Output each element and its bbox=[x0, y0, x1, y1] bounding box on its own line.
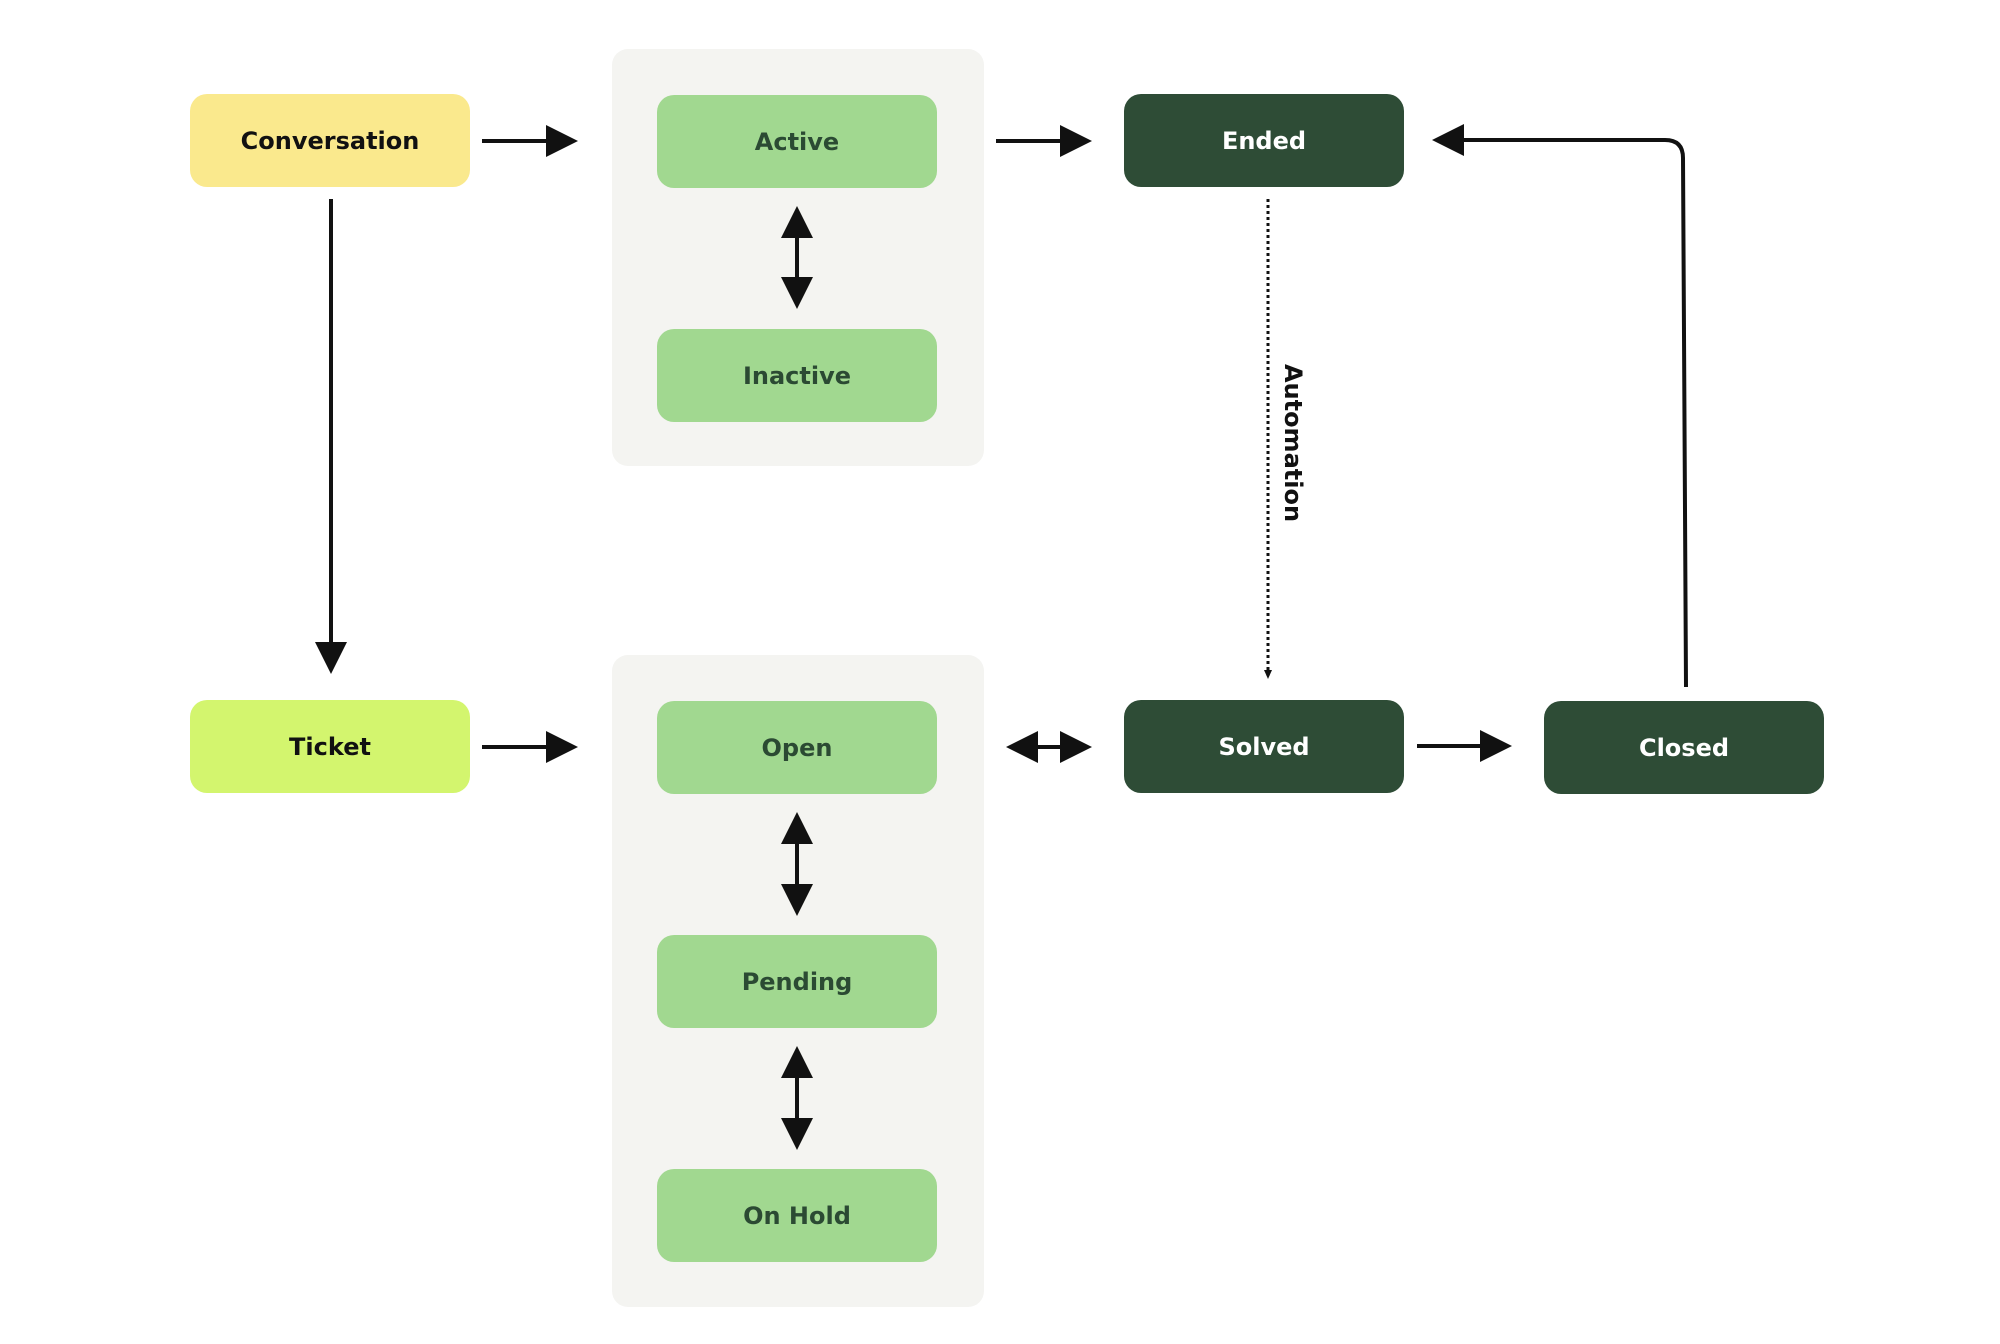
conversation-node[interactable]: Conversation bbox=[190, 94, 470, 187]
inactive-node[interactable]: Inactive bbox=[657, 329, 937, 422]
edge-closed-to-ended bbox=[1432, 124, 1688, 688]
on-hold-node[interactable]: On Hold bbox=[657, 1169, 937, 1262]
solved-node[interactable]: Solved bbox=[1124, 700, 1404, 793]
automation-label: Automation bbox=[1279, 364, 1307, 522]
active-node[interactable]: Active bbox=[657, 95, 937, 188]
ticket-node[interactable]: Ticket bbox=[190, 700, 470, 793]
ended-node[interactable]: Ended bbox=[1124, 94, 1404, 187]
open-node[interactable]: Open bbox=[657, 701, 937, 794]
pending-node[interactable]: Pending bbox=[657, 935, 937, 1028]
closed-node[interactable]: Closed bbox=[1544, 701, 1824, 794]
